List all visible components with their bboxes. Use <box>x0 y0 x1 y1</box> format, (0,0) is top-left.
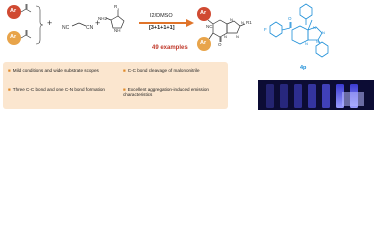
aryl-label-1: Ar <box>10 8 17 14</box>
featured-n-label-4: N <box>313 25 316 30</box>
featured-compound-4p <box>269 3 329 58</box>
bracket <box>35 5 44 45</box>
annulation-label: [3+1+1+1] <box>149 25 175 31</box>
malononitrile-cn-label: CN <box>86 25 94 31</box>
aminotriazole <box>105 10 125 29</box>
reaction-scheme <box>7 3 329 58</box>
product-structure <box>197 7 246 51</box>
product-r1-label: R1 <box>246 20 252 25</box>
highlight-item: ■Mild conditions and wide substrate scop… <box>8 68 99 73</box>
plus-sign-1: + <box>47 18 53 28</box>
featured-f-label: F <box>264 27 267 32</box>
product-n-label-2: N <box>236 34 239 39</box>
aryl-ketone-2 <box>7 30 32 45</box>
featured-n-label-1: N <box>305 41 308 46</box>
highlight-item: ■Three C-C bond and one C-N bond formati… <box>8 87 105 92</box>
reagent-label: I2/DMSO <box>150 13 173 19</box>
product-ar-label-1: Ar <box>200 10 207 16</box>
highlight-item: ■Excellent aggregation-induced emission … <box>123 87 209 98</box>
aminotriazole-nh2-label: NH2 <box>98 16 108 21</box>
aryl-ketone-1 <box>7 4 32 19</box>
highlights-panel: ■Mild conditions and wide substrate scop… <box>3 62 228 109</box>
product-n-label-1: N <box>224 34 227 39</box>
aryl-label-2: Ar <box>10 34 17 40</box>
highlight-item: ■C-C bond cleavage of malononitrile <box>123 68 200 73</box>
product-n-label-3: N <box>241 20 244 25</box>
product-ar-label-2: Ar <box>200 40 207 46</box>
compound-id-label: 4p <box>300 65 307 71</box>
featured-o-label: O <box>288 16 292 21</box>
vials-illustration <box>266 84 364 108</box>
examples-count: 49 examples <box>152 45 188 51</box>
featured-n-label-2: N <box>316 39 319 44</box>
featured-n-label-3: N <box>322 30 325 35</box>
aminotriazole-r-label: R1 <box>114 4 119 11</box>
reaction-arrow <box>139 19 194 27</box>
product-nc-label: NC <box>206 24 213 29</box>
plus-sign-2: + <box>95 18 101 28</box>
aie-vials-photo <box>258 80 374 110</box>
malononitrile-nc-label: NC <box>62 25 70 31</box>
product-o-label: O <box>218 42 222 47</box>
product-n-label-4: N <box>230 17 233 22</box>
aminotriazole-nh-label: NH <box>114 28 121 33</box>
malononitrile <box>71 22 87 27</box>
